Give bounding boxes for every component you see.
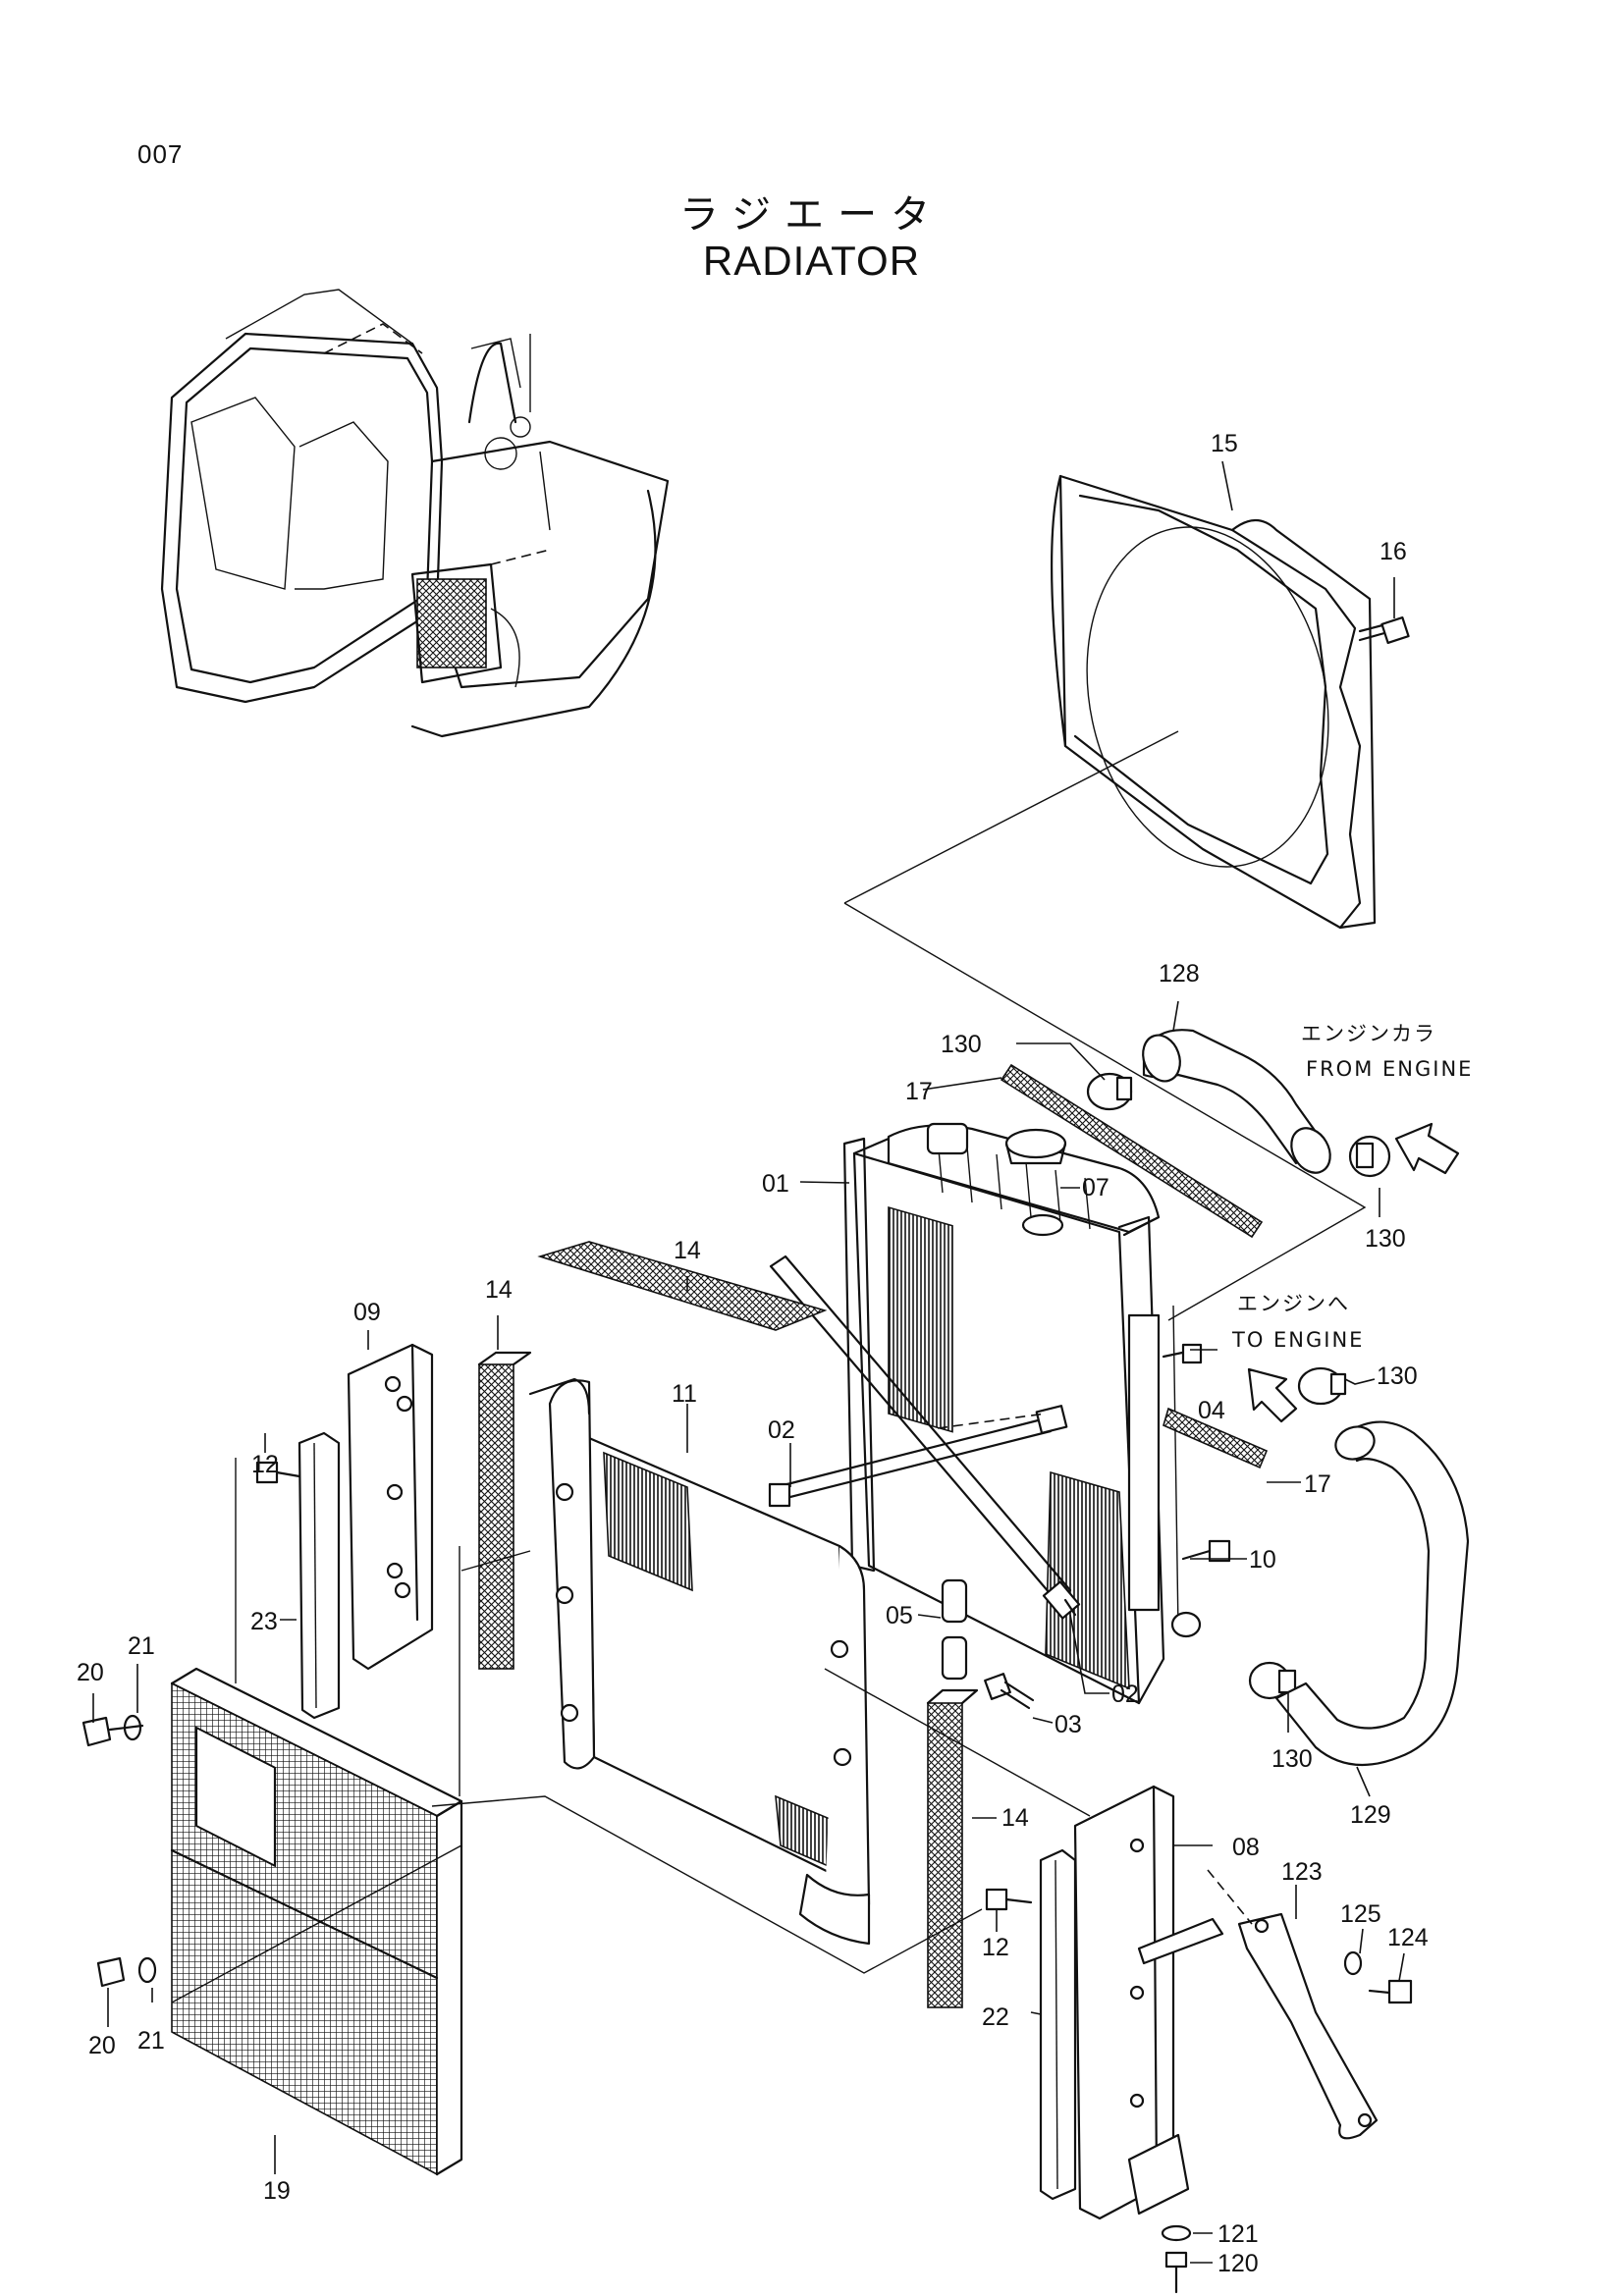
callout-16: 16 xyxy=(1380,538,1407,565)
callout-12: 12 xyxy=(251,1451,279,1478)
flow-arrow-from-engine xyxy=(1394,1122,1460,1175)
callout-125: 125 xyxy=(1340,1900,1381,1928)
lower-hose xyxy=(1274,1420,1470,1767)
callout-19: 19 xyxy=(263,2177,291,2205)
page-number: 007 xyxy=(137,139,184,169)
stay-123 xyxy=(1237,1912,1379,2140)
upper-hose xyxy=(1142,1029,1331,1174)
seal-strip-17-upper xyxy=(1000,1063,1264,1239)
callout-07: 07 xyxy=(1082,1174,1109,1201)
callout-23: 23 xyxy=(250,1608,278,1635)
washer-125 xyxy=(1343,1950,1363,1976)
seal-strip-17-lower xyxy=(1163,1407,1269,1469)
rubber-strip-23 xyxy=(298,1431,341,1720)
fan-shroud xyxy=(1051,474,1377,930)
callout-17: 17 xyxy=(1304,1470,1331,1498)
callout-20: 20 xyxy=(77,1659,104,1686)
callout-120: 120 xyxy=(1217,2250,1259,2277)
to-engine-note-en: TO ENGINE xyxy=(1231,1328,1364,1352)
callout-11: 11 xyxy=(672,1380,697,1408)
callout-03: 03 xyxy=(1055,1711,1082,1738)
callout-02: 02 xyxy=(1111,1681,1139,1708)
bolt-12-left xyxy=(255,1461,301,1484)
title-japanese: ラジエータ xyxy=(678,192,945,238)
title-english: RADIATOR xyxy=(702,238,921,284)
oil-cooler xyxy=(528,1377,871,1946)
callout-04: 04 xyxy=(1198,1397,1225,1424)
hose-clamp xyxy=(1086,1072,1391,1700)
flow-arrow-to-engine xyxy=(1247,1367,1298,1423)
side-bracket-08 xyxy=(1073,1785,1224,2220)
callout-12: 12 xyxy=(982,1934,1009,1961)
radiator-core xyxy=(842,1122,1202,1705)
callout-10: 10 xyxy=(1249,1546,1276,1574)
callout-130: 130 xyxy=(941,1031,982,1058)
callout-01: 01 xyxy=(762,1170,789,1198)
support-stay-upper xyxy=(769,1255,1081,1620)
callout-130: 130 xyxy=(1377,1362,1418,1390)
callout-128: 128 xyxy=(1159,960,1200,988)
callout-labels: 15 16 128 130 17 01 07 130 04 130 17 10 … xyxy=(77,430,1429,2277)
support-stay-lower xyxy=(768,1405,1068,1508)
callout-14: 14 xyxy=(674,1237,701,1264)
bolt-120 xyxy=(1164,2251,1188,2294)
assembly-lines xyxy=(171,730,1367,2003)
leader-lines xyxy=(92,460,1405,2264)
wing-bolt-20-lower xyxy=(96,1956,157,1988)
from-engine-note-jp: エンジンカラ xyxy=(1301,1022,1436,1045)
callout-17: 17 xyxy=(905,1078,933,1105)
net-screen xyxy=(170,1667,463,2176)
excavator-location-sketch xyxy=(160,289,670,738)
from-engine-note-en: FROM ENGINE xyxy=(1306,1057,1473,1081)
callout-21: 21 xyxy=(128,1632,155,1660)
callout-02: 02 xyxy=(768,1416,795,1444)
rubber-strip-22 xyxy=(1039,1848,1077,2201)
bolt-04 xyxy=(1162,1343,1203,1364)
callout-124: 124 xyxy=(1387,1924,1429,1951)
callout-08: 08 xyxy=(1232,1834,1260,1861)
callout-22: 22 xyxy=(982,2003,1009,2031)
callout-14: 14 xyxy=(485,1276,513,1304)
wing-bolt-20-upper xyxy=(81,1714,144,1747)
flow-notes: エンジンカラ FROM ENGINE エンジンへ TO ENGINE xyxy=(1231,1022,1473,1352)
bolt-12-right xyxy=(985,1888,1033,1911)
washer-121 xyxy=(1161,2224,1192,2242)
callout-21: 21 xyxy=(137,2027,165,2055)
side-bracket-09 xyxy=(347,1343,434,1671)
callout-130: 130 xyxy=(1365,1225,1406,1253)
callout-130: 130 xyxy=(1271,1745,1313,1773)
rubber-mount xyxy=(941,1578,968,1681)
callout-129: 129 xyxy=(1350,1801,1391,1829)
callout-20: 20 xyxy=(88,2032,116,2059)
callout-15: 15 xyxy=(1211,430,1238,457)
radiator-cap xyxy=(1004,1128,1067,1237)
sponge-seal-14-left xyxy=(477,1351,532,1670)
bolt-16 xyxy=(1358,615,1410,645)
sponge-seal-14-lower xyxy=(926,1688,979,2008)
callout-14: 14 xyxy=(1001,1804,1029,1832)
to-engine-note-jp: エンジンへ xyxy=(1237,1292,1350,1315)
bolt-03 xyxy=(984,1673,1035,1710)
sponge-seal-14-top xyxy=(537,1241,828,1331)
callout-05: 05 xyxy=(886,1602,913,1629)
bolt-124 xyxy=(1368,1979,1413,2004)
bolt-10 xyxy=(1181,1539,1231,1563)
callout-121: 121 xyxy=(1217,2220,1259,2248)
callout-123: 123 xyxy=(1281,1858,1323,1886)
callout-09: 09 xyxy=(353,1299,381,1326)
